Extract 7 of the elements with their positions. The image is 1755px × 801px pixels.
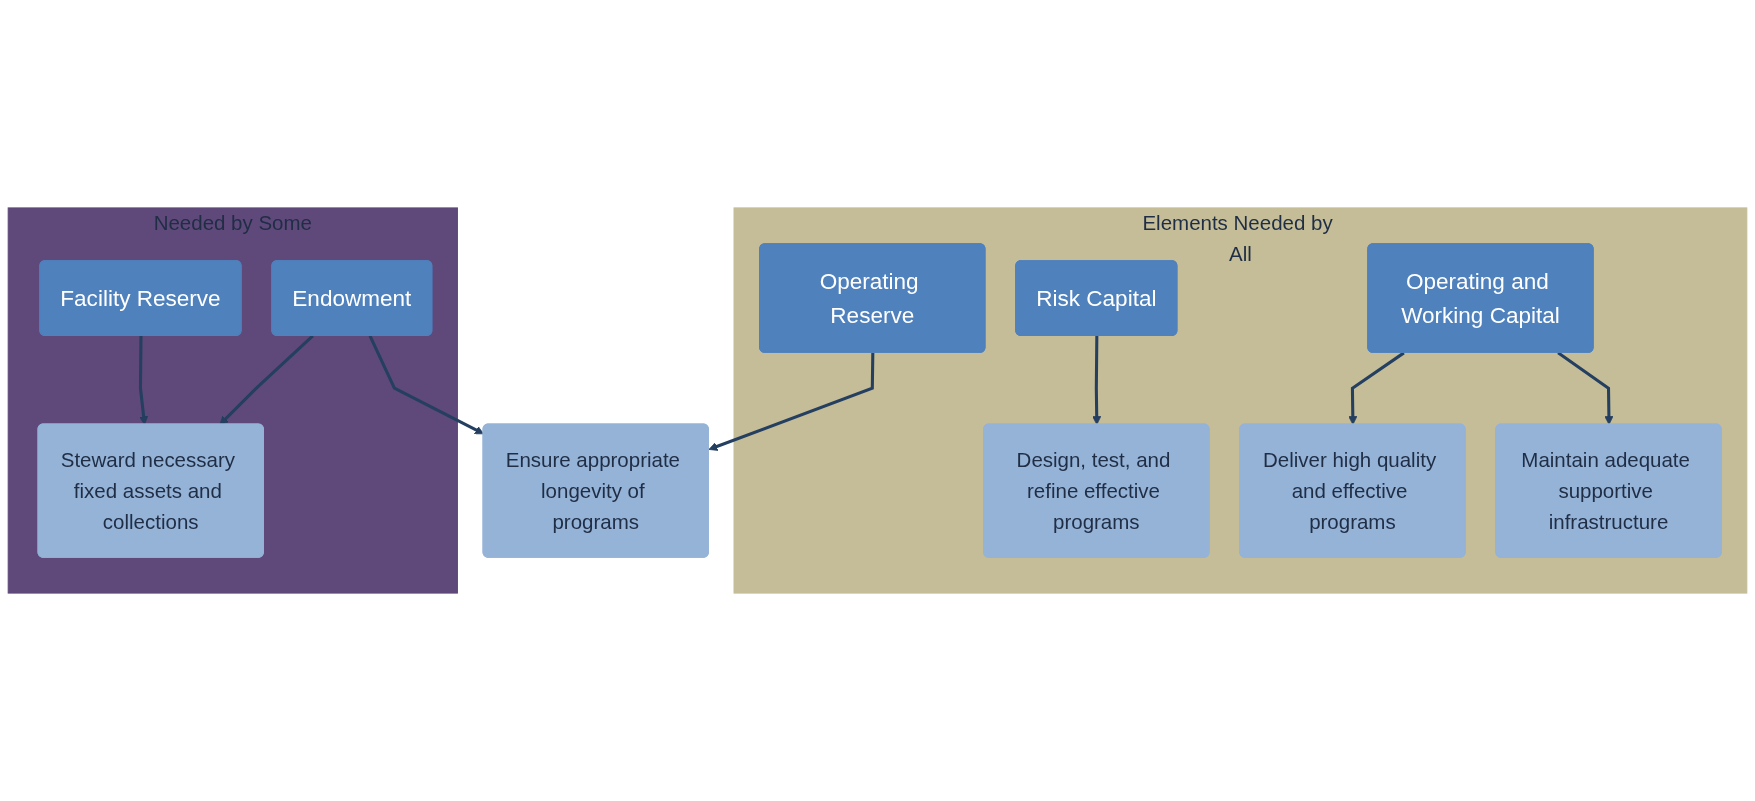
arrow: [368, 335, 484, 435]
arrow: [708, 352, 875, 451]
arrow: [1348, 351, 1405, 425]
arrow: [219, 334, 314, 425]
arrow: [138, 335, 149, 425]
arrow: [1092, 335, 1102, 425]
arrow: [1557, 351, 1614, 425]
